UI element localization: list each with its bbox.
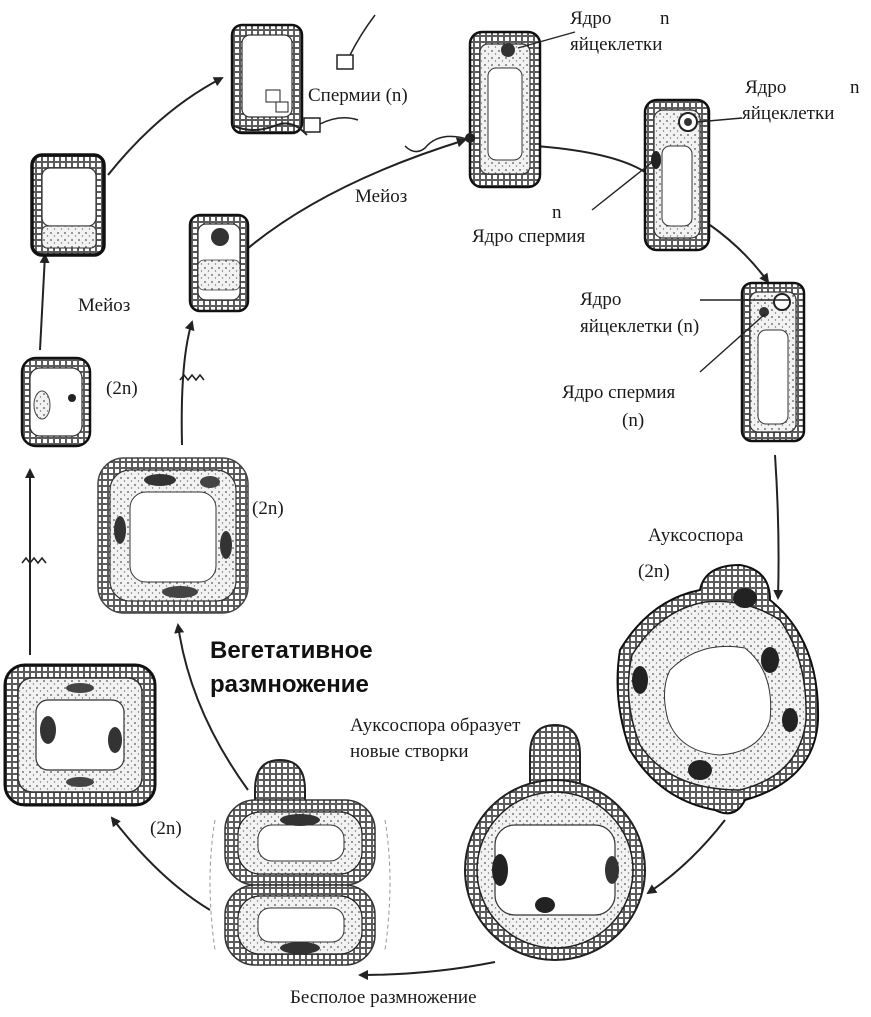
cell-auxospore	[618, 565, 819, 813]
arrow-right-2	[775, 455, 779, 598]
label-vegetative-2: размножение	[210, 671, 369, 699]
sperm-cells	[304, 15, 375, 132]
label-egg-cell-right: яйцеклетки	[742, 103, 834, 125]
label-diploid-auxo: (2n)	[638, 561, 670, 583]
arrow-bottom	[360, 962, 495, 975]
label-sperm-nucleus-mid: Ядро спермия	[562, 382, 675, 404]
arrow-center-up	[182, 322, 192, 445]
label-n-sperm: n	[552, 202, 562, 224]
label-egg-nucleus-mid: Ядро	[580, 289, 621, 311]
cell-sperm-releasing	[232, 25, 307, 135]
label-sperm: Спермии (n)	[308, 85, 408, 107]
arrow-left-upper	[40, 255, 45, 350]
label-egg-cell-top: яйцеклетки	[570, 34, 662, 56]
label-diploid-bottom: (2n)	[150, 818, 182, 840]
label-meiosis-top: Мейоз	[355, 186, 407, 208]
cell-egg-right-middle	[742, 283, 804, 441]
label-auxo-forms-2: новые створки	[350, 741, 469, 763]
cell-diploid-center-large	[98, 458, 248, 613]
cell-egg-center-top	[405, 32, 540, 187]
label-n-top: n	[660, 8, 670, 30]
label-meiosis-left: Мейоз	[78, 295, 130, 317]
arrow-top-left	[108, 78, 222, 175]
arrow-right-1	[710, 225, 768, 282]
label-diploid-center: (2n)	[252, 498, 284, 520]
label-auxospore: Ауксоспора	[648, 525, 743, 547]
label-vegetative-1: Вегетативное	[210, 637, 373, 665]
label-sperm-nucleus: Ядро спермия	[472, 226, 585, 248]
label-asexual: Бесполое размножение	[290, 987, 477, 1009]
arrow-meiosis-top	[240, 140, 465, 255]
label-egg-cell-n-mid: яйцеклетки (n)	[580, 316, 699, 338]
label-egg-nucleus-right: Ядро	[745, 77, 786, 99]
cell-vegetative-dividing	[210, 760, 390, 965]
cell-auxospore-new-valves	[465, 725, 645, 960]
label-n-right: n	[850, 77, 860, 99]
cell-diploid-left-lower	[5, 665, 155, 805]
label-auxo-forms-1: Ауксоспора образует	[350, 715, 520, 737]
label-n-paren-mid: (n)	[622, 410, 644, 432]
label-diploid-left: (2n)	[106, 378, 138, 400]
cell-egg-right-top	[645, 100, 709, 250]
cell-top-left	[32, 155, 104, 255]
cell-diploid-small-left	[22, 358, 90, 446]
label-egg-nucleus-top: Ядро	[570, 8, 611, 30]
cell-center-meiosis	[190, 215, 248, 311]
arrow-right-lower	[648, 820, 725, 893]
